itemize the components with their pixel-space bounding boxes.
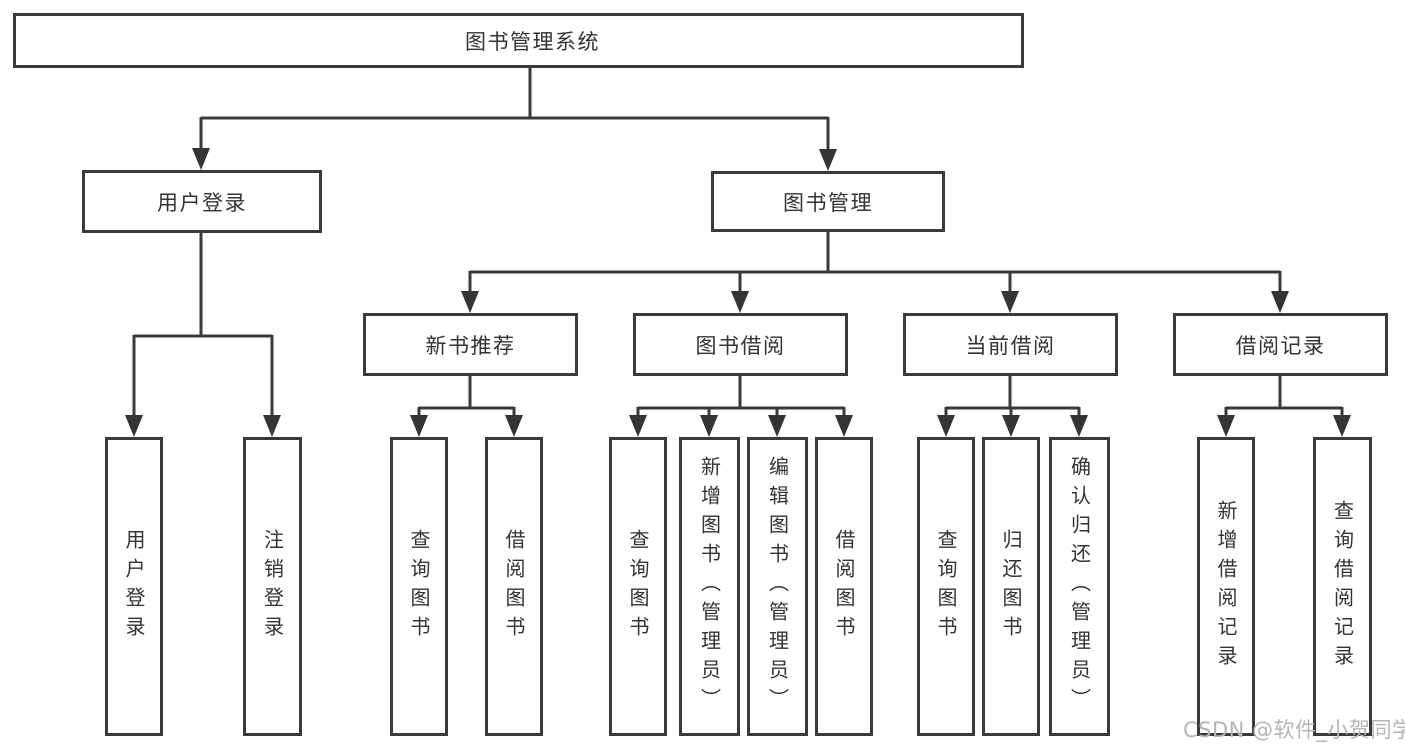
csdn-watermark: CSDN @软件_小贺同学 (1183, 718, 1405, 742)
node-current-borrow: 当前借阅 (903, 313, 1118, 376)
node-borrow-records-label: 借阅记录 (1235, 333, 1326, 358)
node-root-label: 图书管理系统 (465, 29, 600, 54)
connector-book-borrow-branch (629, 375, 853, 437)
node-book-borrow-label: 图书借阅 (695, 333, 786, 358)
leaf-add-books-admin: 新增图书（管理员） (679, 437, 740, 736)
leaf-borrow-books-label: 借阅图书 (832, 528, 856, 645)
node-borrow-records: 借阅记录 (1173, 313, 1388, 376)
leaf-borrow-books: 借阅图书 (815, 437, 873, 736)
node-new-book-recommend: 新书推荐 (363, 313, 578, 376)
leaf-user-login: 用户登录 (105, 437, 163, 736)
leaf-edit-books-admin-label: 编辑图书（管理员） (765, 456, 790, 717)
node-book-management: 图书管理 (711, 171, 945, 232)
leaf-edit-books-admin: 编辑图书（管理员） (747, 437, 808, 736)
leaf-return-books-label: 归还图书 (999, 528, 1023, 645)
leaf-return-books: 归还图书 (982, 437, 1040, 736)
connector-new-book-recommend-branch (410, 375, 523, 437)
leaf-query-books-current: 查询图书 (917, 437, 975, 736)
leaf-query-books-borrow-label: 查询图书 (626, 528, 650, 645)
node-current-borrow-label: 当前借阅 (965, 333, 1056, 358)
leaf-add-borrow-record: 新增借阅记录 (1197, 437, 1255, 736)
leaf-query-books-recommend: 查询图书 (390, 437, 448, 736)
leaf-query-books-current-label: 查询图书 (934, 528, 958, 645)
leaf-query-books-borrow: 查询图书 (609, 437, 667, 736)
connector-root-to-level2 (192, 68, 837, 171)
node-new-book-recommend-label: 新书推荐 (425, 333, 516, 358)
leaf-confirm-return-admin: 确认归还（管理员） (1049, 437, 1110, 736)
leaf-user-login-label: 用户登录 (122, 528, 146, 645)
leaf-confirm-return-admin-label: 确认归还（管理员） (1067, 456, 1092, 717)
leaf-borrow-books-recommend: 借阅图书 (485, 437, 543, 736)
node-book-borrow: 图书借阅 (633, 313, 848, 376)
node-book-management-label: 图书管理 (783, 190, 873, 215)
leaf-add-borrow-record-label: 新增借阅记录 (1214, 499, 1238, 674)
connector-current-borrow-branch (937, 375, 1088, 437)
node-user-login-label: 用户登录 (157, 190, 247, 215)
node-root: 图书管理系统 (13, 13, 1024, 68)
leaf-query-books-recommend-label: 查询图书 (407, 528, 431, 645)
leaf-borrow-books-recommend-label: 借阅图书 (502, 528, 526, 645)
leaf-logout-login-label: 注销登录 (260, 528, 285, 645)
leaf-add-books-admin-label: 新增图书（管理员） (697, 456, 722, 717)
connector-borrow-records-branch (1217, 375, 1351, 437)
leaf-query-borrow-record-label: 查询借阅记录 (1330, 499, 1355, 674)
leaf-logout-login: 注销登录 (243, 437, 302, 736)
node-user-login: 用户登录 (82, 170, 322, 233)
connector-user-login-branch (125, 232, 281, 437)
connector-book-management-to-level3 (461, 231, 1289, 313)
leaf-query-borrow-record: 查询借阅记录 (1313, 437, 1372, 736)
